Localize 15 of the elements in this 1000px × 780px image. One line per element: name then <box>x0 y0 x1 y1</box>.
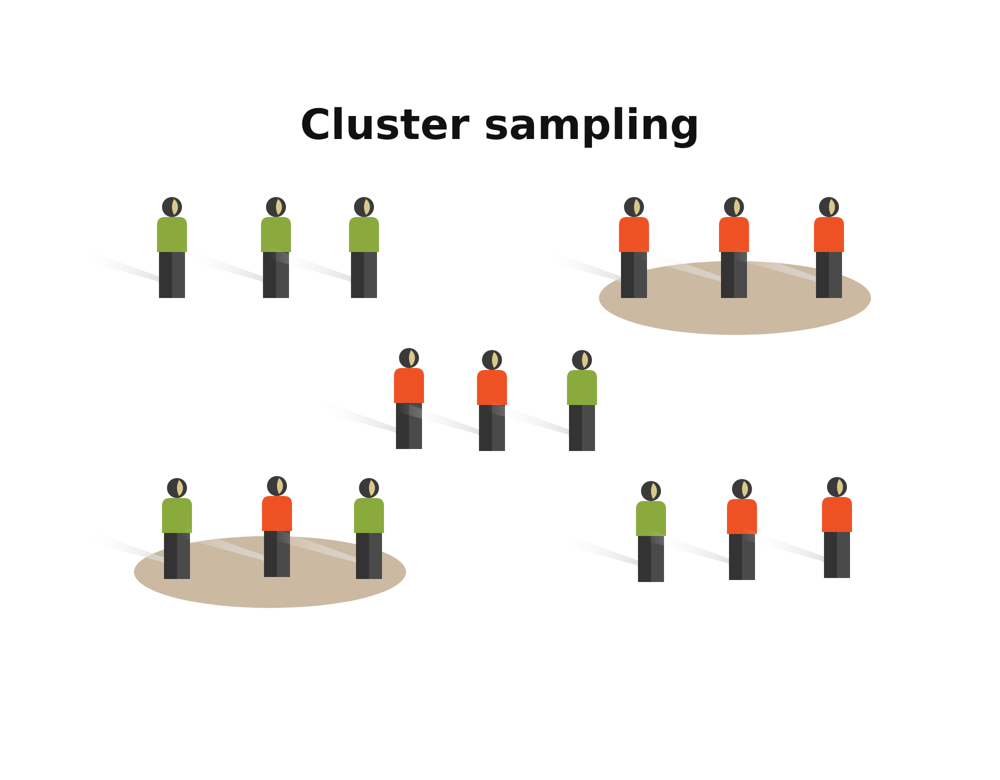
title: Cluster sampling <box>299 100 701 149</box>
person-figure <box>566 350 598 451</box>
person-figure <box>156 197 188 298</box>
person-figure <box>353 478 385 579</box>
person-figure <box>348 197 380 298</box>
person-figure <box>260 197 292 298</box>
person-figure <box>821 477 853 578</box>
person-figure <box>261 476 293 577</box>
person-figure <box>718 197 750 298</box>
person-figure <box>813 197 845 298</box>
person-figure <box>476 350 508 451</box>
person-figure <box>726 479 758 580</box>
person-figure <box>161 478 193 579</box>
person-figure <box>618 197 650 298</box>
person-figure <box>635 481 667 582</box>
